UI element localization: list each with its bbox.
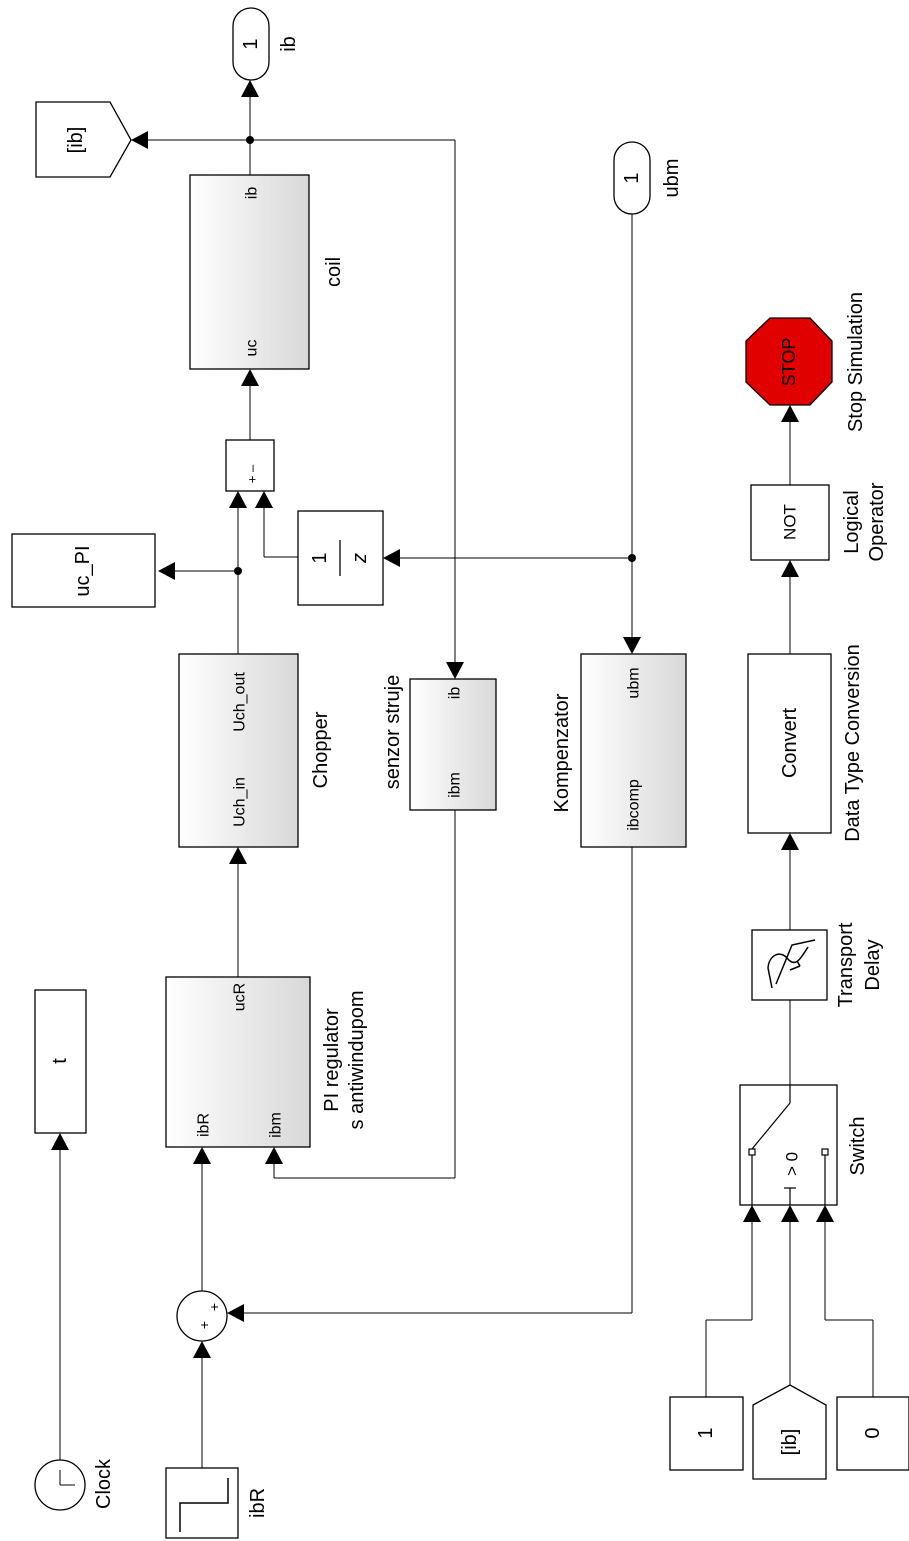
kompenzator-subsystem[interactable]: ibcomp ubm Kompenzator <box>551 653 687 848</box>
signal-lines <box>51 80 874 1468</box>
logical-operator-text: NOT <box>781 504 800 540</box>
goto-ib[interactable]: [ib] <box>35 101 132 178</box>
inport-ubm-label: ubm <box>661 159 683 198</box>
transport-delay-icon <box>767 939 816 989</box>
chopper-in-port-label: Uch_in <box>232 777 249 827</box>
sum-reference-sign1: + <box>196 1321 212 1329</box>
senzor-struje-name: senzor struje <box>382 675 404 790</box>
coil-subsystem[interactable]: uc ib coil <box>189 174 345 370</box>
pi-in2-port-label: ibm <box>268 1112 285 1138</box>
scope-uc-pi[interactable]: uc_PI <box>11 533 156 608</box>
inport-ubm[interactable]: 1 ubm <box>613 141 683 215</box>
logical-operator-name-line2: Operator <box>866 482 888 561</box>
constant-0[interactable]: 0 <box>836 1396 909 1471</box>
unit-delay-denominator: z <box>349 553 371 564</box>
transport-delay-name-line2: Delay <box>862 939 884 990</box>
scope-uc-pi-name: uc_PI <box>72 545 94 596</box>
transport-delay-block[interactable]: Transport Delay <box>751 922 884 1007</box>
pi-regulator-name-line2: s antiwindupom <box>346 991 368 1130</box>
logical-operator-not[interactable]: NOT Logical Operator <box>750 482 888 561</box>
from-ib[interactable]: [ib] <box>752 1384 827 1480</box>
to-workspace-t[interactable]: t <box>34 989 87 1134</box>
step-icon <box>179 1478 229 1532</box>
convert-text: Convert <box>779 708 801 778</box>
kompenzator-in-port-label: ibcomp <box>626 779 643 831</box>
coil-name: coil <box>323 257 345 287</box>
stop-text: STOP <box>779 338 799 387</box>
coil-out-port-label: ib <box>244 187 261 200</box>
kompenzator-out-port-label: ubm <box>626 667 643 698</box>
senzor-struje-subsystem[interactable]: ibm ib senzor struje <box>382 675 497 811</box>
clock-name: Clock <box>93 1458 115 1509</box>
unit-delay-block[interactable]: 1 z <box>297 510 384 606</box>
unit-delay-numerator: 1 <box>309 552 331 563</box>
kompenzator-name: Kompenzator <box>551 693 573 812</box>
pi-out-port-label: ucR <box>232 983 249 1011</box>
pi-in1-port-label: ibR <box>196 1113 213 1137</box>
chopper-subsystem[interactable]: Uch_in Uch_out Chopper <box>178 653 332 848</box>
step-name: ibR <box>247 1488 269 1518</box>
outport-ib[interactable]: 1 ib <box>232 7 300 81</box>
chopper-name: Chopper <box>310 711 332 788</box>
data-type-conversion-name: Data Type Conversion <box>842 644 864 842</box>
pi-regulator-name-line1: PI regulator <box>321 1008 343 1112</box>
stop-simulation-block[interactable]: STOP Stop Simulation <box>745 292 867 432</box>
data-type-conversion-block[interactable]: Convert Data Type Conversion <box>747 644 864 842</box>
sum-block-chopper[interactable]: + – <box>225 439 275 492</box>
senzor-in-port-label: ibm <box>447 772 464 798</box>
sum-chopper-signs: + – <box>245 464 260 483</box>
stop-simulation-name: Stop Simulation <box>845 292 867 432</box>
switch-condition: > 0 <box>783 1152 802 1176</box>
switch-block[interactable]: > 0 Switch <box>739 1084 869 1206</box>
chopper-out-port-label: Uch_out <box>232 672 249 732</box>
sum-reference-sign2: + <box>206 1303 222 1311</box>
from-ib-tag: [ib] <box>779 1429 801 1456</box>
inport-ubm-number: 1 <box>621 172 643 183</box>
outport-ib-label: ib <box>278 36 300 52</box>
clock-block[interactable]: Clock <box>34 1458 115 1511</box>
senzor-out-port-label: ib <box>447 687 464 700</box>
pi-regulator-subsystem[interactable]: ibR ibm ucR PI regulator s antiwindupom <box>165 976 368 1148</box>
constant-1-value: 1 <box>695 1427 717 1438</box>
transport-delay-name-line1: Transport <box>835 922 857 1007</box>
switch-icon <box>748 1085 829 1205</box>
switch-name: Switch <box>847 1117 869 1176</box>
step-block-ibr[interactable]: ibR <box>165 1467 269 1539</box>
t-text: t <box>49 1058 71 1064</box>
constant-0-value: 0 <box>862 1427 884 1438</box>
logical-operator-name-line1: Logical <box>841 490 863 553</box>
sum-block-reference[interactable]: + + <box>176 1290 228 1342</box>
goto-ib-tag: [ib] <box>65 127 87 154</box>
coil-in-port-label: uc <box>244 340 261 357</box>
outport-ib-number: 1 <box>240 38 262 49</box>
constant-1[interactable]: 1 <box>669 1396 744 1471</box>
